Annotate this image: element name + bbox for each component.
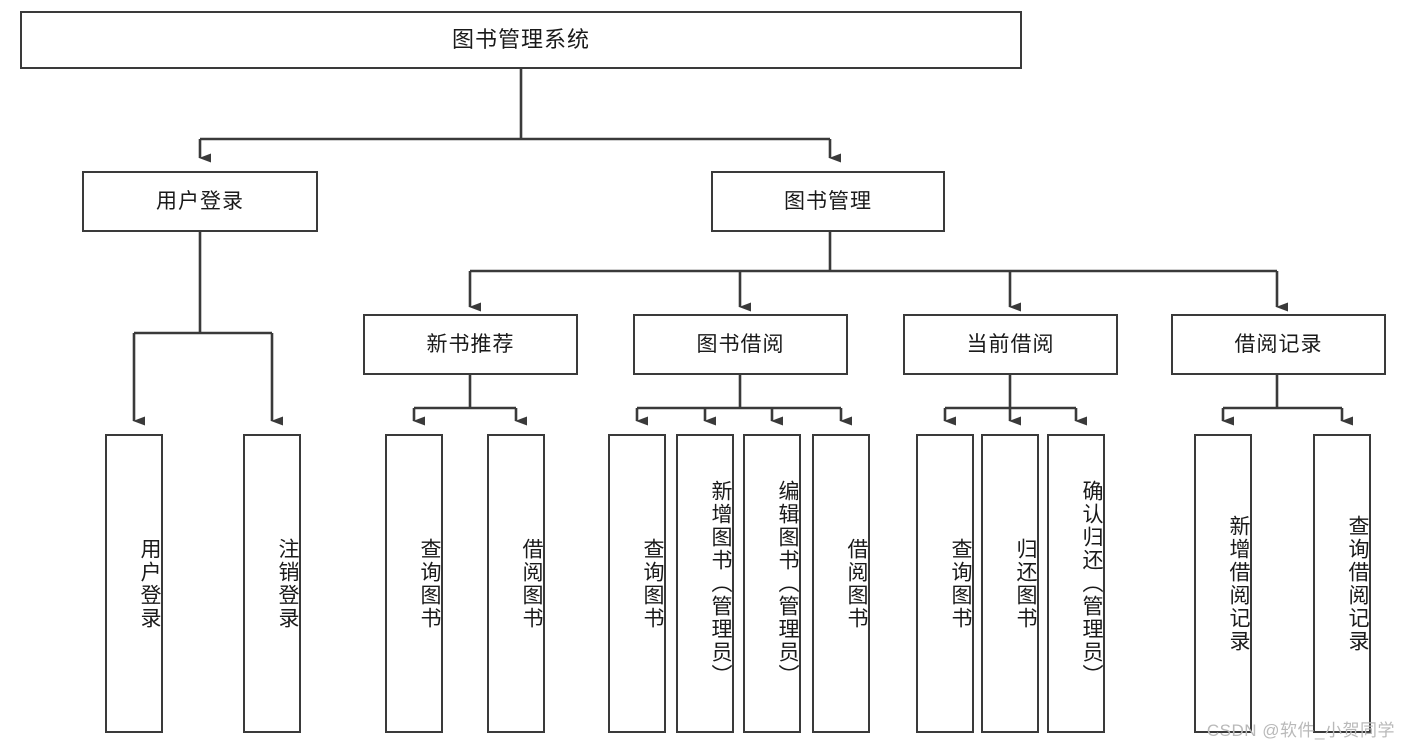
node-label: 借阅记录 — [1234, 332, 1323, 356]
node-label: 注销登录 — [276, 537, 299, 630]
node-borrowing-record[interactable]: 借阅记录 — [1171, 314, 1386, 375]
node-label: 查询借阅记录 — [1346, 514, 1369, 653]
leaf-query-book-borrowing[interactable]: 查询图书 — [608, 434, 666, 733]
node-label: 当前借阅 — [966, 332, 1055, 356]
node-root-book-management-system[interactable]: 图书管理系统 — [20, 11, 1022, 69]
node-label: 新增借阅记录 — [1227, 514, 1250, 653]
node-label: 借阅图书 — [845, 537, 868, 630]
leaf-query-book-recommendation[interactable]: 查询图书 — [385, 434, 443, 733]
node-label: 确认归还（管理员） — [1080, 480, 1103, 687]
node-new-book-recommendation[interactable]: 新书推荐 — [363, 314, 578, 375]
node-label: 新书推荐 — [426, 332, 515, 356]
leaf-logout[interactable]: 注销登录 — [243, 434, 301, 733]
node-label: 编辑图书（管理员） — [776, 480, 799, 687]
leaf-query-book-current[interactable]: 查询图书 — [916, 434, 974, 733]
leaf-query-borrow-record[interactable]: 查询借阅记录 — [1313, 434, 1371, 733]
node-book-borrowing[interactable]: 图书借阅 — [633, 314, 848, 375]
leaf-add-book-admin[interactable]: 新增图书（管理员） — [676, 434, 734, 733]
leaf-borrow-book[interactable]: 借阅图书 — [812, 434, 870, 733]
leaf-add-borrow-record[interactable]: 新增借阅记录 — [1194, 434, 1252, 733]
watermark: CSDN @软件_小贺同学 — [1206, 721, 1395, 740]
node-current-borrowing[interactable]: 当前借阅 — [903, 314, 1118, 375]
node-user-login[interactable]: 用户登录 — [82, 171, 318, 232]
node-label: 查询图书 — [418, 537, 441, 630]
node-label: 查询图书 — [949, 537, 972, 630]
node-label: 新增图书（管理员） — [709, 480, 732, 687]
node-label: 用户登录 — [138, 537, 161, 630]
node-label: 查询图书 — [641, 537, 664, 630]
node-label: 图书管理系统 — [451, 26, 590, 52]
node-book-management[interactable]: 图书管理 — [711, 171, 945, 232]
node-label: 归还图书 — [1014, 537, 1037, 630]
leaf-return-book[interactable]: 归还图书 — [981, 434, 1039, 733]
leaf-edit-book-admin[interactable]: 编辑图书（管理员） — [743, 434, 801, 733]
leaf-confirm-return-admin[interactable]: 确认归还（管理员） — [1047, 434, 1105, 733]
node-label: 图书管理 — [784, 189, 872, 213]
node-label: 图书借阅 — [696, 332, 785, 356]
node-label: 用户登录 — [156, 189, 244, 213]
leaf-borrow-book-recommendation[interactable]: 借阅图书 — [487, 434, 545, 733]
leaf-user-login[interactable]: 用户登录 — [105, 434, 163, 733]
node-label: 借阅图书 — [520, 537, 543, 630]
